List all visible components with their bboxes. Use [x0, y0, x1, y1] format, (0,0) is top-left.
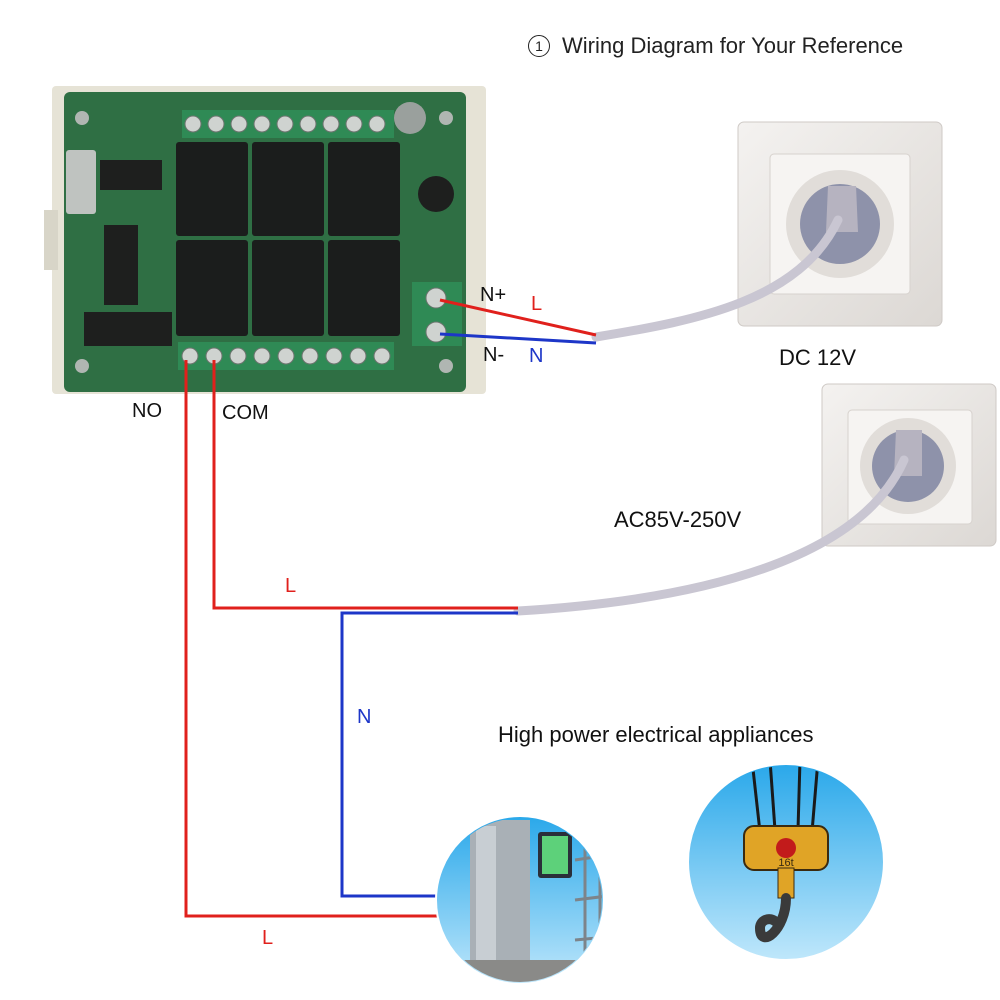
crystal — [66, 150, 96, 214]
label-load-live: L — [262, 927, 274, 949]
module-tab — [44, 210, 58, 270]
title-number-badge: 1 — [528, 35, 550, 57]
hook-tonnage-mark: 16t — [778, 857, 793, 869]
terminal-screws-top — [184, 115, 386, 133]
wires — [184, 298, 597, 918]
label-ac-neutral: N — [357, 706, 372, 728]
label-n-minus: N- — [483, 344, 505, 366]
ic-chip — [100, 160, 162, 190]
relays — [176, 142, 400, 336]
antenna-coil — [84, 312, 172, 346]
ac-neutral-wire — [340, 611, 518, 898]
dc-neutral-wire — [439, 332, 597, 345]
ac-live-wire — [212, 360, 518, 610]
capacitor-small — [394, 102, 426, 134]
n-plus-screw — [425, 287, 447, 309]
label-ac-source: AC85V-250V — [614, 507, 742, 532]
label-no: NO — [132, 400, 162, 422]
n-minus-screw — [425, 321, 447, 343]
label-dc-source: DC 12V — [779, 345, 857, 370]
label-appliances-heading: High power electrical appliances — [498, 722, 814, 747]
dc-live-wire — [439, 298, 597, 337]
terminal-screws-bottom — [181, 347, 391, 365]
capacitor-large — [418, 176, 454, 212]
dc-cable — [591, 215, 843, 342]
decoder-chip — [104, 225, 138, 305]
title-text: Wiring Diagram for Your Reference — [562, 33, 904, 58]
appliance-gate — [435, 815, 605, 985]
appliance-crane-hook — [687, 763, 885, 961]
label-dc-neutral: N — [529, 345, 544, 367]
label-com: COM — [222, 402, 269, 424]
relay-module — [44, 86, 486, 394]
label-n-plus: N+ — [480, 284, 507, 306]
label-ac-live: L — [285, 575, 297, 597]
ac-cable — [513, 455, 909, 616]
label-dc-live: L — [531, 293, 543, 315]
ac-wall-socket — [821, 383, 997, 547]
load-live-wire — [184, 360, 438, 918]
page-title: 1 Wiring Diagram for Your Reference — [528, 33, 903, 59]
